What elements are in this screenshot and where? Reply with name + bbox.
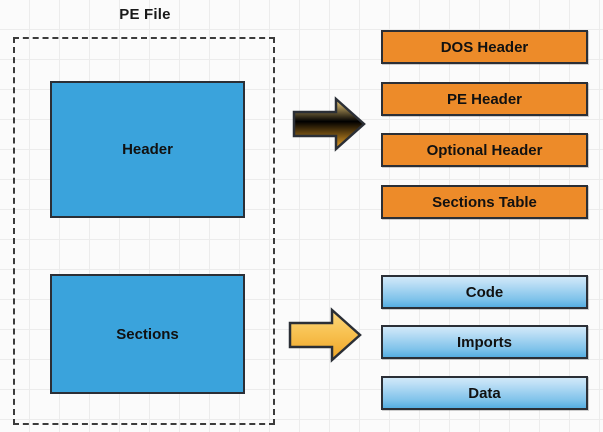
header-part-pe-header[interactable]: PE Header [381,82,588,116]
page-title: PE File [119,6,171,23]
pe-file-container [13,37,275,425]
header-part-label: Optional Header [426,141,543,159]
section-part-label: Code [465,283,504,301]
header-part-optional-header[interactable]: Optional Header [381,133,588,167]
right-arrow-icon [292,96,366,152]
block-header[interactable]: Header [50,81,245,218]
block-sections[interactable]: Sections [50,274,245,394]
header-part-sections-table[interactable]: Sections Table [381,185,588,219]
block-sections-label: Sections [116,325,179,343]
header-part-label: PE Header [446,90,523,108]
block-header-label: Header [122,141,173,158]
header-part-label: Sections Table [432,193,537,211]
header-part-label: DOS Header [440,38,529,56]
section-part-label: Data [468,384,501,402]
section-part-code[interactable]: Code [381,275,588,309]
section-part-data[interactable]: Data [381,376,588,410]
section-part-label: Imports [456,333,512,351]
header-part-dos-header[interactable]: DOS Header [381,30,588,64]
section-part-imports[interactable]: Imports [381,325,588,359]
right-arrow-icon [288,307,362,363]
